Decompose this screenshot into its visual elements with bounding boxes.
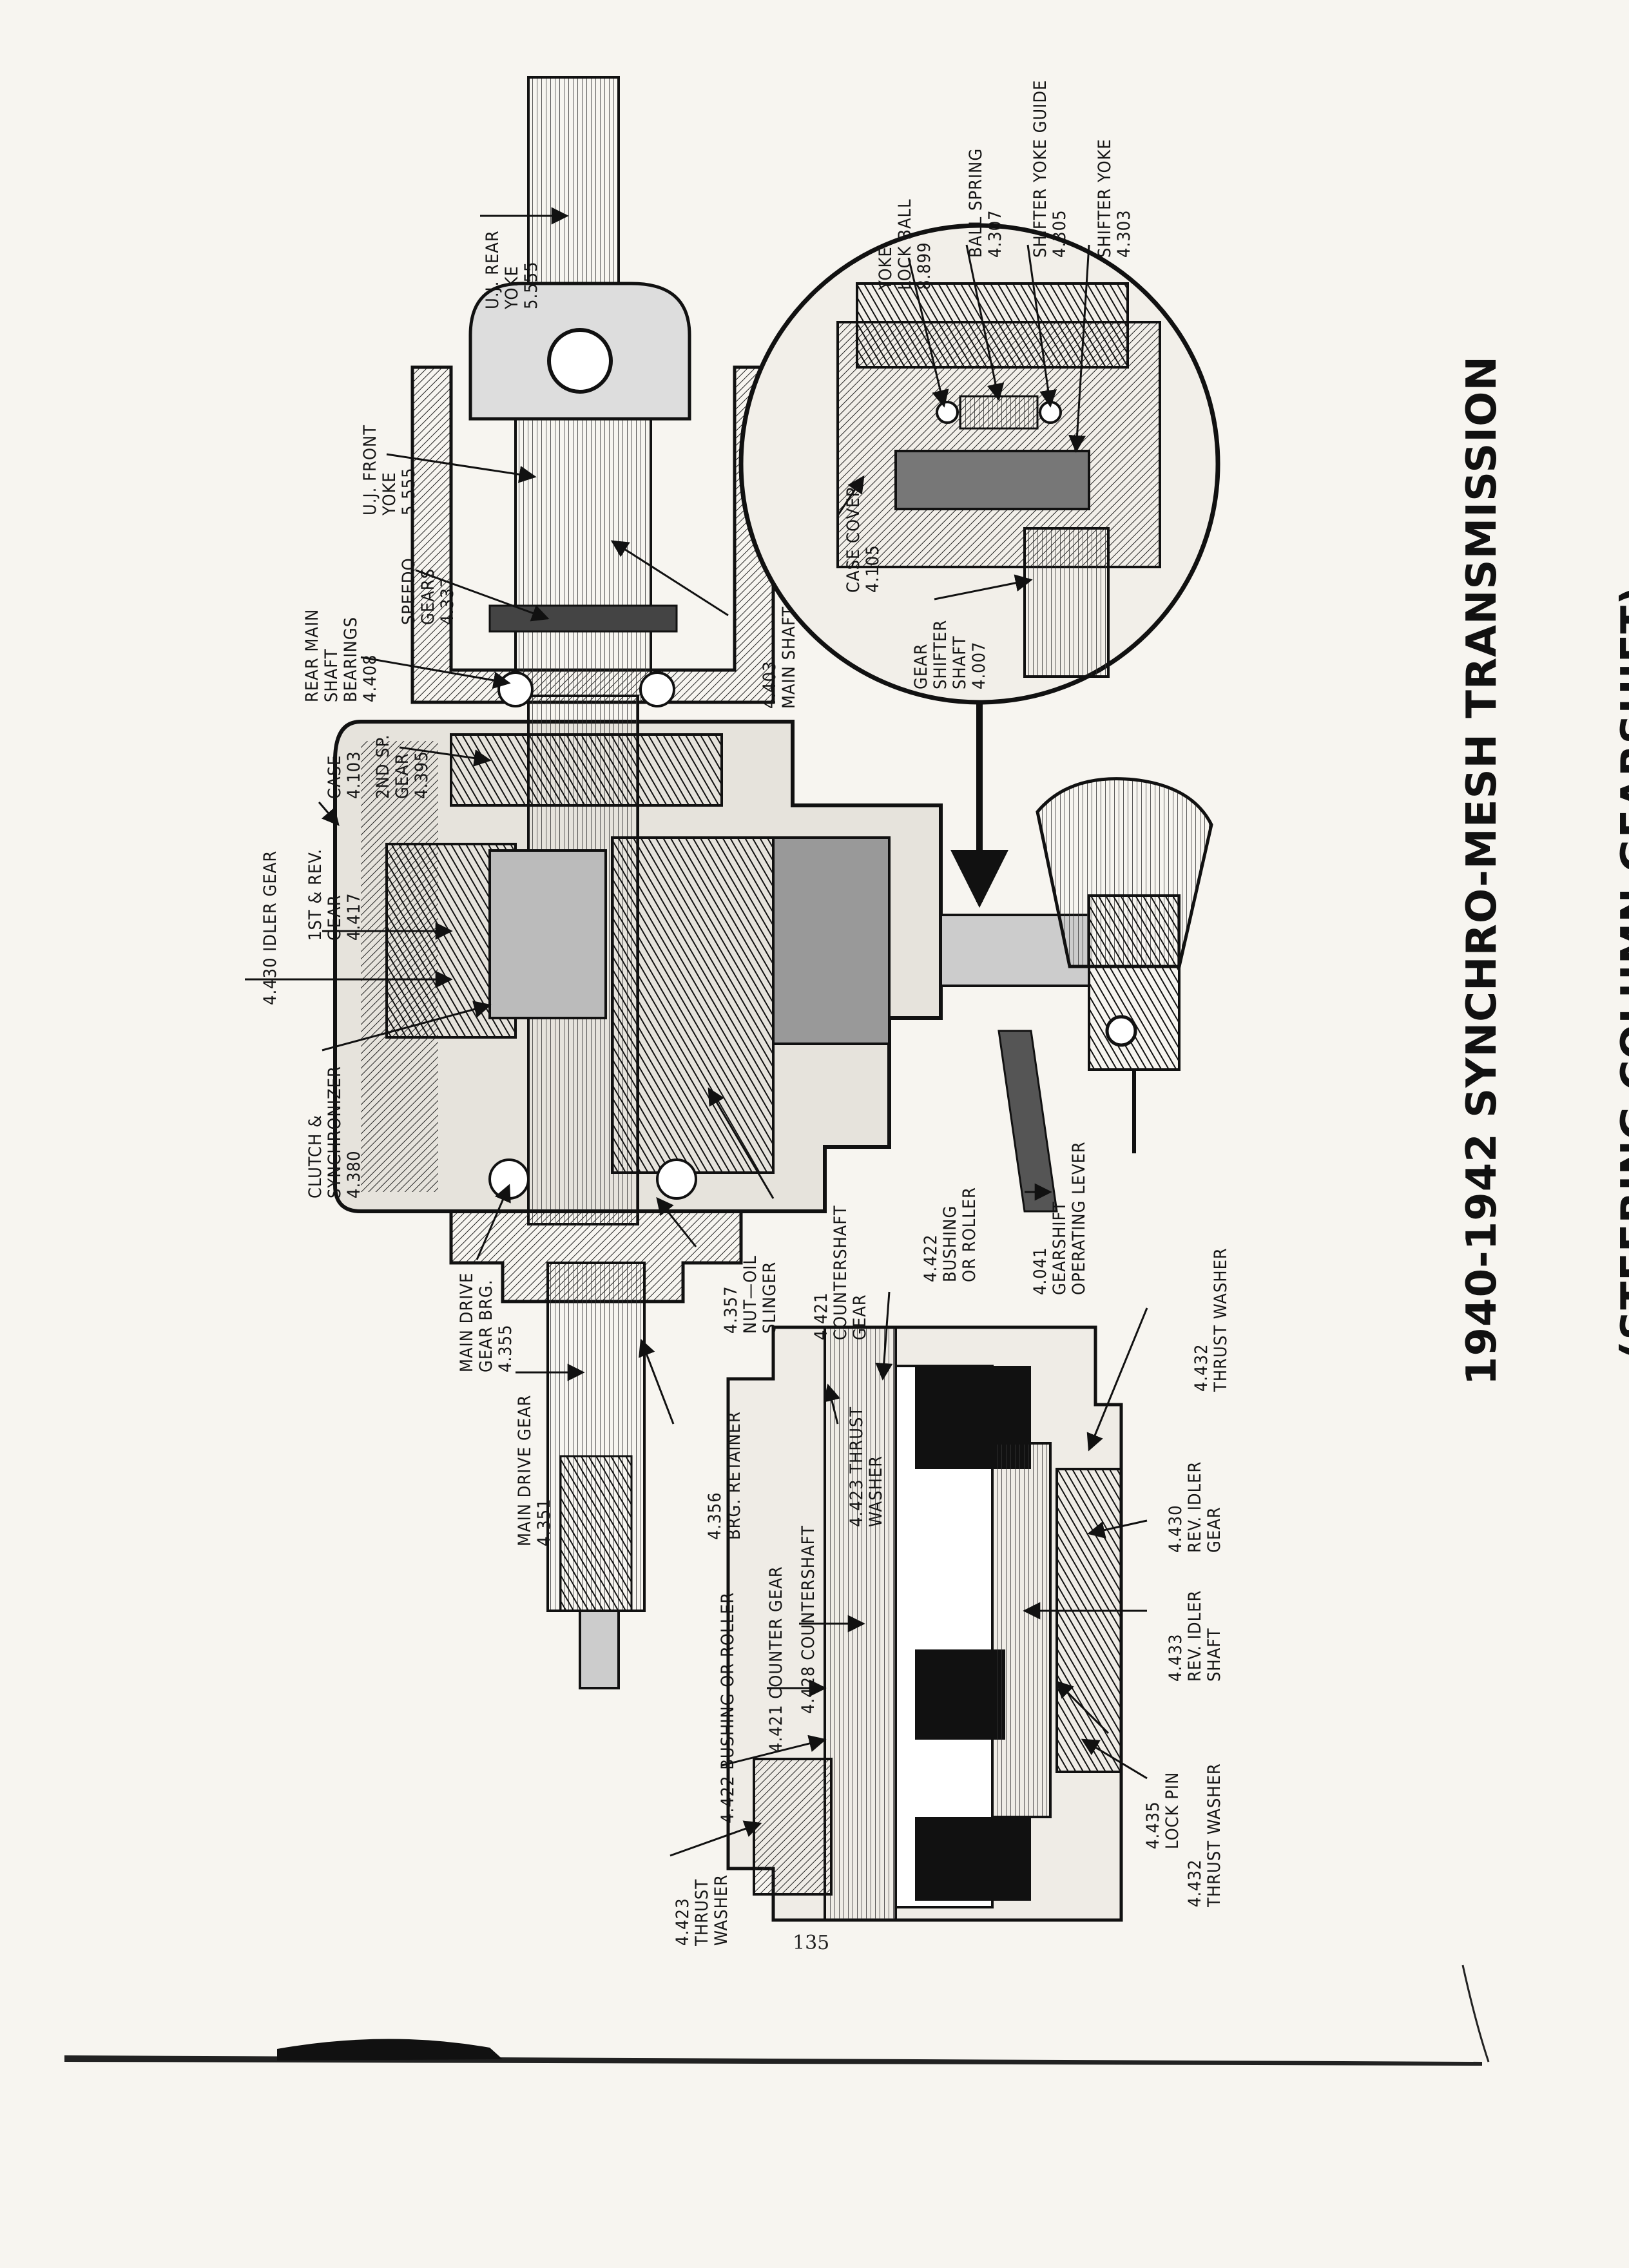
operating-lever	[998, 1030, 1058, 1213]
countershaft-gear-block	[611, 836, 775, 1174]
rear-bearing-left	[497, 671, 534, 707]
rear-output-shaft	[527, 76, 620, 291]
input-shaft-pilot	[579, 1610, 620, 1689]
leader-shifter-yoke	[1068, 244, 1090, 453]
leader-main-shaft	[610, 540, 729, 617]
detail-thrust-block	[753, 1758, 833, 1896]
page-number: 135	[793, 1932, 830, 1954]
front-bearing-right	[656, 1158, 697, 1200]
detail-rev-idler-gear	[1055, 1468, 1123, 1773]
inset-shifter-shaft	[1023, 527, 1110, 678]
label-idler-gear: 4.430 IDLER GEAR	[260, 850, 280, 1005]
leader-thrust-washer-top	[1086, 1307, 1148, 1452]
leader-case-cover	[836, 475, 865, 516]
leader-speedo	[415, 569, 550, 622]
synchronizer-block	[488, 849, 607, 1019]
leader-drive-bearing	[476, 1184, 511, 1260]
leader-second-gear	[399, 746, 492, 767]
main-transmission-drawing	[333, 76, 1213, 1689]
detail-rev-idler-shaft	[991, 1442, 1052, 1818]
column-bolt	[1105, 1015, 1137, 1047]
leader-ball-spring	[965, 244, 1005, 401]
universal-joint-cross	[547, 328, 613, 394]
front-housing	[449, 1209, 743, 1303]
inset-spring	[959, 395, 1039, 430]
inset-cover	[894, 450, 1090, 510]
inset-gears	[856, 282, 1129, 369]
leader-oil-slinger	[656, 1196, 697, 1247]
leader-synchronizer	[322, 1001, 492, 1052]
leader-case	[318, 802, 340, 827]
leader-rear-bearing	[360, 656, 511, 689]
rear-bearing-right	[639, 671, 675, 707]
leader-lock-ball	[907, 257, 949, 408]
speedo-gear-ring	[488, 604, 678, 633]
leader-lines	[245, 207, 1148, 1857]
front-yoke-shaft	[514, 418, 652, 704]
leader-bushing-top	[875, 1291, 893, 1381]
leader-brg-retainer	[639, 1338, 675, 1425]
cover-block	[772, 836, 891, 1045]
leader-thrust-washer-left	[670, 1820, 762, 1857]
inset-lock-ball	[936, 401, 959, 424]
leader-uj-front	[386, 453, 537, 483]
title-line-1: 1940-1942 SYNCHRO-MESH TRANSMISSION	[1458, 355, 1506, 1385]
title-line-2: (STEERING COLUMN GEARSHIFT)	[1613, 585, 1629, 1360]
shifter-inset-drawing	[738, 223, 1220, 908]
input-shaft-splines	[559, 1455, 633, 1612]
column-clamp	[1088, 894, 1181, 1071]
second-speed-gear-block	[450, 733, 723, 807]
scan-edge-blot	[277, 2039, 503, 2061]
scan-right-fold	[1461, 1965, 1490, 2062]
leader-yoke-guide	[1027, 244, 1057, 408]
leader-thrust-washer-mid	[823, 1383, 840, 1425]
detail-gear-blocks	[915, 1366, 1031, 1901]
leader-countershaft-gear	[708, 1087, 775, 1199]
leader-thrust-washer-bottom	[1081, 1738, 1148, 1780]
label-bushing-or-roller-left: 4.422 BUSHING OR ROLLER	[718, 1591, 738, 1823]
page-title: 1940-1942 SYNCHRO-MESH TRANSMISSION (STE…	[1353, 356, 1629, 1385]
leader-shifter-shaft	[934, 574, 1033, 601]
leader-lock-pin	[1055, 1680, 1110, 1735]
leader-bushing-left	[721, 1735, 827, 1767]
leader-rev-idler-gear	[1087, 1519, 1148, 1539]
front-bearing-left	[488, 1158, 530, 1200]
